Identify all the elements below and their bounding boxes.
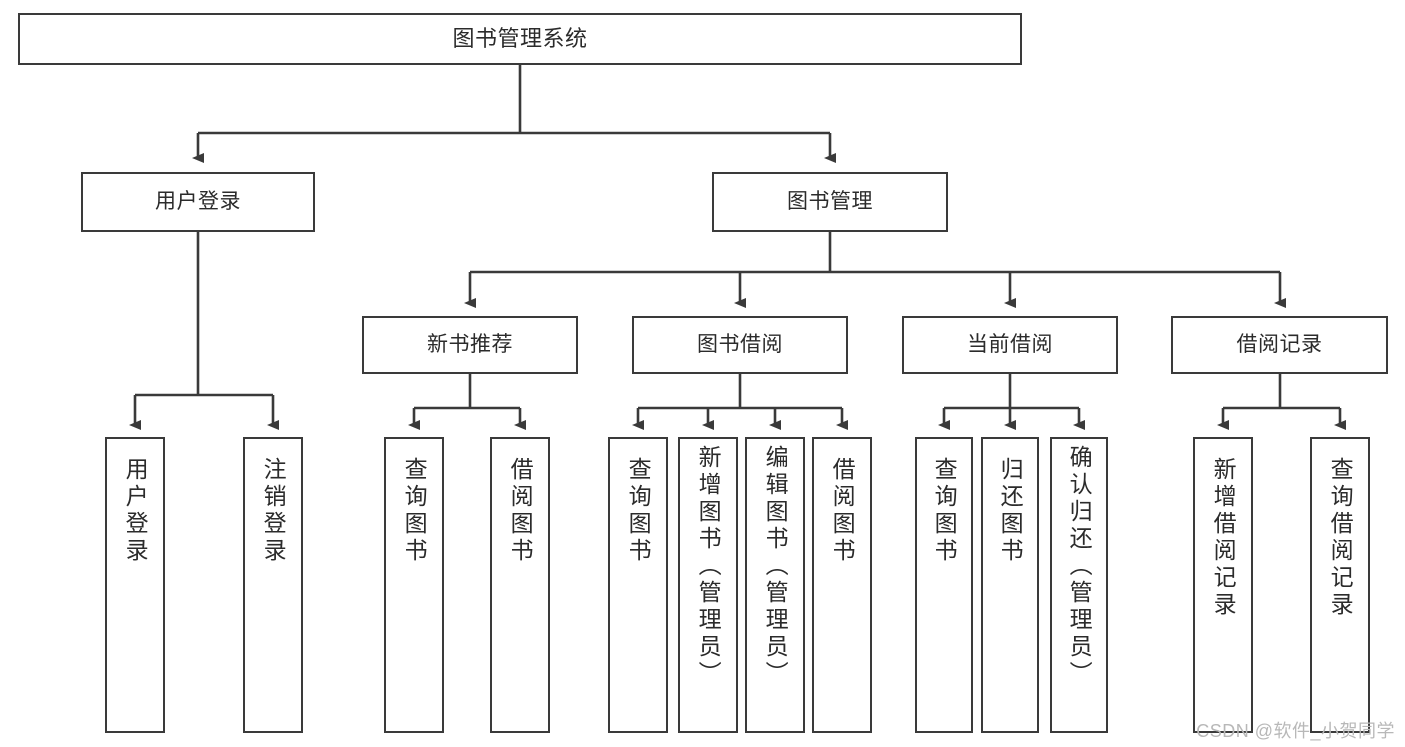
node-label: 确认归还（管理员） <box>1066 445 1093 688</box>
node-label: 当前借阅 <box>967 332 1053 356</box>
leaf-confirm-return[interactable]: 确认归还（管理员） <box>1050 437 1108 733</box>
node-new-book-recommend[interactable]: 新书推荐 <box>362 316 578 374</box>
node-label: 图书管理 <box>787 189 873 213</box>
leaf-return-book[interactable]: 归还图书 <box>981 437 1039 733</box>
node-root-system[interactable]: 图书管理系统 <box>18 13 1022 65</box>
leaf-borrow-book[interactable]: 借阅图书 <box>812 437 872 733</box>
node-label: 借阅图书 <box>507 457 534 565</box>
node-label: 图书借阅 <box>697 332 783 356</box>
node-label: 归还图书 <box>997 457 1024 565</box>
leaf-borrow-book-recommend[interactable]: 借阅图书 <box>490 437 550 733</box>
node-borrow-record[interactable]: 借阅记录 <box>1171 316 1388 374</box>
node-label: 借阅图书 <box>829 457 856 565</box>
leaf-logout-login[interactable]: 注销登录 <box>243 437 303 733</box>
node-current-borrow[interactable]: 当前借阅 <box>902 316 1118 374</box>
node-book-borrow[interactable]: 图书借阅 <box>632 316 848 374</box>
node-label: 查询图书 <box>625 457 652 565</box>
leaf-query-book-borrow[interactable]: 查询图书 <box>608 437 668 733</box>
leaf-edit-book[interactable]: 编辑图书（管理员） <box>745 437 805 733</box>
node-label: 借阅记录 <box>1236 332 1323 356</box>
node-book-manage[interactable]: 图书管理 <box>712 172 948 232</box>
node-label: 新增图书（管理员） <box>695 445 722 688</box>
leaf-add-borrow-record[interactable]: 新增借阅记录 <box>1193 437 1253 733</box>
node-label: 查询图书 <box>401 457 428 565</box>
leaf-query-book-recommend[interactable]: 查询图书 <box>384 437 444 733</box>
node-label: 图书管理系统 <box>452 26 588 52</box>
node-label: 用户登录 <box>122 457 149 565</box>
csdn-watermark: CSDN @软件_小贺同学 <box>1196 721 1395 741</box>
node-label: 查询图书 <box>931 457 958 565</box>
leaf-query-borrow-record[interactable]: 查询借阅记录 <box>1310 437 1370 733</box>
node-user-login[interactable]: 用户登录 <box>81 172 315 232</box>
node-label: 查询借阅记录 <box>1327 457 1354 619</box>
leaf-user-login[interactable]: 用户登录 <box>105 437 165 733</box>
node-label: 新书推荐 <box>427 332 513 356</box>
node-label: 编辑图书（管理员） <box>762 445 789 688</box>
node-label: 新增借阅记录 <box>1210 457 1237 619</box>
node-label: 注销登录 <box>260 457 287 565</box>
leaf-add-book[interactable]: 新增图书（管理员） <box>678 437 738 733</box>
node-label: 用户登录 <box>155 189 241 213</box>
leaf-query-book-current[interactable]: 查询图书 <box>915 437 973 733</box>
